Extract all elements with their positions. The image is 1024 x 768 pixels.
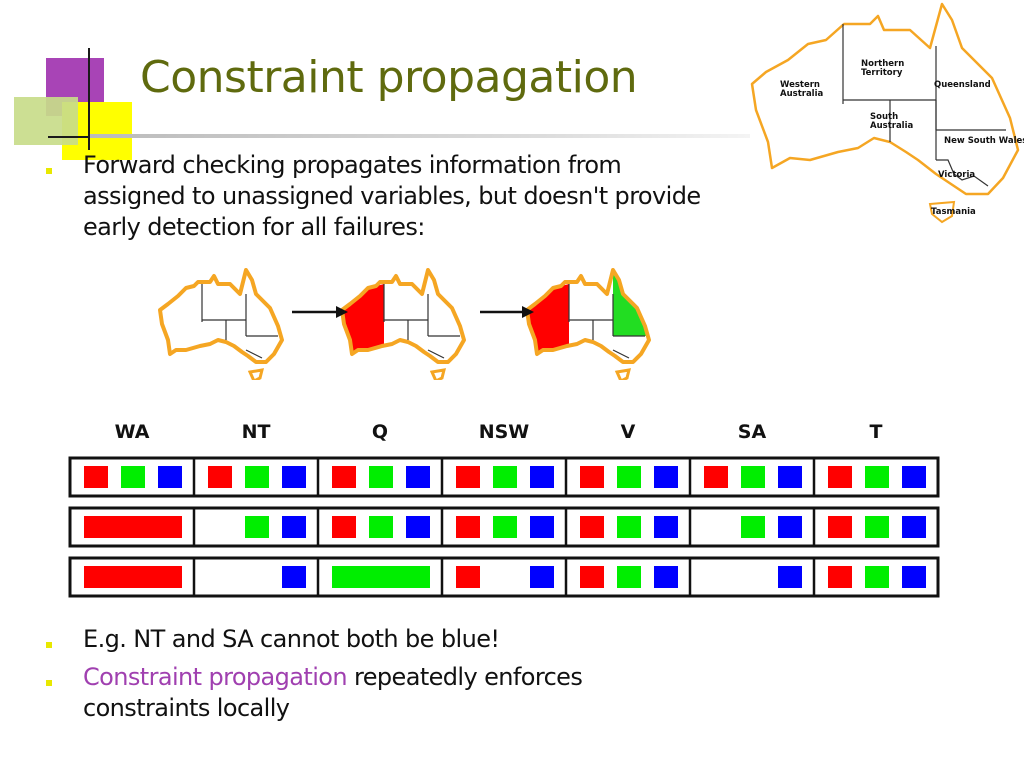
row-frame — [68, 556, 940, 598]
domain-value-red — [828, 466, 852, 488]
domain-value-red — [704, 466, 728, 488]
domain-value-green — [865, 466, 889, 488]
domain-value-blue — [902, 466, 926, 488]
domain-value-blue — [902, 516, 926, 538]
domain-value-green — [369, 516, 393, 538]
domain-row-1 — [68, 456, 940, 498]
australia-map: Western Australia Northern Territory Que… — [750, 2, 1024, 224]
domain-value-blue — [778, 516, 802, 538]
domain-value-green — [493, 466, 517, 488]
domain-assigned-red — [84, 516, 182, 538]
domain-value-blue — [282, 516, 306, 538]
domain-value-blue — [282, 566, 306, 588]
domain-value-green — [865, 566, 889, 588]
domain-value-blue — [158, 466, 182, 488]
domain-value-green — [741, 516, 765, 538]
decor-vertical-line — [88, 48, 90, 150]
label-t: Tasmania — [931, 207, 976, 217]
domain-value-blue — [406, 466, 430, 488]
column-header-t: T — [870, 421, 883, 443]
label-sa-line2: Australia — [870, 121, 914, 131]
domain-value-green — [741, 466, 765, 488]
domain-value-green — [617, 516, 641, 538]
arrow-2 — [480, 306, 534, 318]
map-step-1 — [158, 268, 284, 380]
bullet-constraint-propagation: Constraint propagation repeatedly enforc… — [83, 662, 683, 724]
domain-value-green — [617, 466, 641, 488]
domain-value-red — [208, 466, 232, 488]
label-nsw: New South Wales — [944, 136, 1024, 146]
domain-value-red — [828, 566, 852, 588]
column-header-nt: NT — [242, 421, 271, 443]
domain-row-3 — [68, 556, 940, 598]
highlight-term: Constraint propagation — [83, 663, 348, 691]
column-header-v: V — [621, 421, 636, 443]
label-nt-line1: Northern — [861, 59, 904, 69]
domain-value-red — [580, 466, 604, 488]
domain-value-red — [456, 516, 480, 538]
bullet-forward-checking: Forward checking propagates information … — [83, 151, 701, 241]
domain-value-blue — [530, 566, 554, 588]
domain-value-green — [493, 516, 517, 538]
bullet-marker — [46, 168, 52, 174]
column-header-wa: WA — [115, 421, 150, 443]
domain-value-red — [84, 466, 108, 488]
domain-value-red — [456, 566, 480, 588]
map-step-2 — [340, 268, 466, 380]
column-header-q: Q — [372, 421, 388, 443]
bullet-nt-sa-example: E.g. NT and SA cannot both be blue! — [83, 625, 500, 653]
domain-assigned-red — [84, 566, 182, 588]
domain-table: WA NT Q NSW V SA T — [68, 421, 940, 598]
decor-horizontal-line — [48, 136, 128, 138]
region-wa-red — [342, 284, 384, 354]
domain-value-blue — [282, 466, 306, 488]
arrow-1 — [292, 306, 348, 318]
domain-value-green — [369, 466, 393, 488]
map-step-3 — [525, 268, 651, 380]
domain-value-red — [332, 466, 356, 488]
domain-assigned-green — [332, 566, 430, 588]
domain-value-red — [580, 566, 604, 588]
domain-value-green — [245, 516, 269, 538]
domain-value-green — [245, 466, 269, 488]
label-nt-line2: Territory — [861, 68, 903, 78]
domain-value-blue — [530, 516, 554, 538]
domain-value-green — [865, 516, 889, 538]
domain-value-red — [580, 516, 604, 538]
map-sequence — [158, 268, 651, 380]
slide-title: Constraint propagation — [140, 52, 638, 103]
domain-row-2 — [68, 506, 940, 548]
label-q: Queensland — [934, 80, 991, 90]
bullet-rest: repeatedly enforces constraints locally — [83, 663, 583, 722]
domain-value-red — [332, 516, 356, 538]
column-header-nsw: NSW — [479, 421, 530, 443]
domain-value-blue — [406, 516, 430, 538]
domain-value-blue — [654, 516, 678, 538]
column-header-sa: SA — [738, 421, 767, 443]
label-wa-line2: Australia — [780, 89, 824, 99]
domain-value-blue — [778, 466, 802, 488]
title-underline — [90, 134, 750, 138]
bullet-marker — [46, 642, 52, 648]
label-v: Victoria — [938, 170, 975, 180]
domain-value-blue — [654, 466, 678, 488]
domain-value-blue — [654, 566, 678, 588]
domain-value-blue — [902, 566, 926, 588]
region-wa-red — [527, 284, 569, 354]
domain-value-red — [456, 466, 480, 488]
bullet-marker — [46, 680, 52, 686]
domain-value-red — [828, 516, 852, 538]
label-sa-line1: South — [870, 112, 898, 122]
domain-value-green — [617, 566, 641, 588]
domain-value-blue — [530, 466, 554, 488]
domain-value-blue — [778, 566, 802, 588]
domain-value-green — [121, 466, 145, 488]
label-wa-line1: Western — [780, 80, 820, 90]
